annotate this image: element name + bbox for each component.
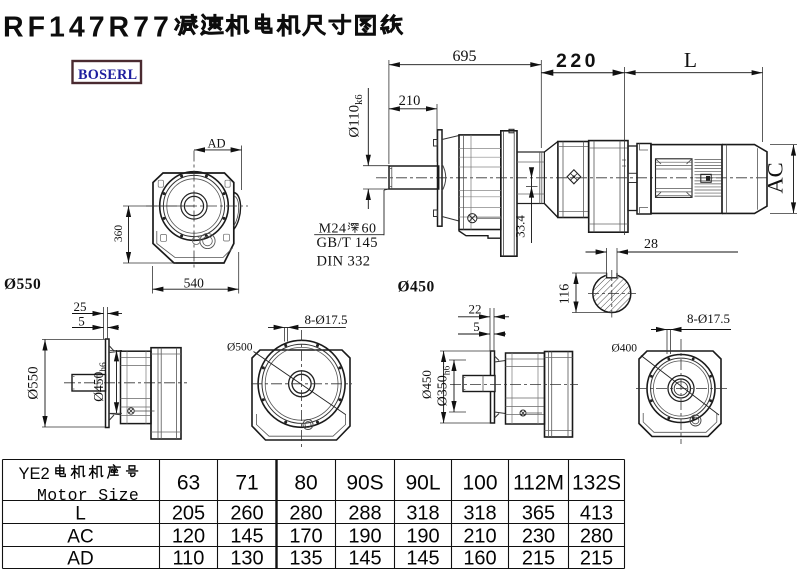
svg-text:Ø450: Ø450 — [419, 370, 434, 399]
svg-text:220: 220 — [556, 50, 599, 72]
svg-text:8-Ø17.5: 8-Ø17.5 — [305, 312, 348, 327]
svg-text:YE2: YE2 — [19, 465, 50, 483]
svg-text:413: 413 — [580, 503, 613, 525]
svg-text:25: 25 — [74, 299, 87, 314]
svg-text:M24: M24 — [319, 222, 347, 237]
svg-text:170: 170 — [289, 526, 322, 548]
svg-text:215: 215 — [522, 548, 555, 570]
svg-text:L: L — [684, 48, 697, 72]
svg-text:L: L — [75, 504, 86, 525]
svg-text:Ø550: Ø550 — [26, 366, 42, 399]
svg-text:RF147R77: RF147R77 — [3, 12, 173, 44]
svg-text:60: 60 — [362, 222, 377, 237]
svg-text:Ø450h6: Ø450h6 — [91, 362, 109, 402]
svg-text:AD: AD — [67, 549, 93, 570]
svg-text:132S: 132S — [572, 471, 621, 494]
svg-text:71: 71 — [235, 471, 258, 494]
svg-text:112M: 112M — [513, 471, 564, 494]
svg-text:288: 288 — [348, 503, 381, 525]
svg-text:540: 540 — [184, 276, 205, 291]
svg-text:Motor Size: Motor Size — [37, 486, 139, 505]
svg-text:120: 120 — [172, 526, 205, 548]
svg-text:145: 145 — [230, 526, 263, 548]
svg-text:318: 318 — [463, 503, 496, 525]
svg-text:230: 230 — [522, 526, 555, 548]
svg-text:Ø350h6: Ø350h6 — [436, 365, 453, 406]
svg-text:AC: AC — [67, 527, 93, 548]
svg-text:22: 22 — [469, 302, 482, 317]
svg-text:145: 145 — [348, 548, 381, 570]
svg-text:135: 135 — [289, 548, 322, 570]
svg-text:210: 210 — [463, 526, 496, 548]
svg-text:280: 280 — [580, 526, 613, 548]
svg-text:190: 190 — [406, 526, 439, 548]
svg-text:GB/T 145: GB/T 145 — [317, 235, 378, 251]
svg-text:Ø500: Ø500 — [227, 342, 253, 354]
svg-text:318: 318 — [406, 503, 439, 525]
svg-text:695: 695 — [453, 48, 477, 65]
svg-text:5: 5 — [473, 319, 480, 334]
svg-text:33.4: 33.4 — [513, 215, 528, 238]
svg-text:AD: AD — [207, 136, 225, 150]
svg-text:AC: AC — [763, 162, 788, 193]
svg-text:5: 5 — [78, 314, 85, 329]
svg-text:Ø110k6: Ø110k6 — [347, 94, 366, 137]
svg-text:Ø550: Ø550 — [4, 276, 41, 293]
svg-text:280: 280 — [289, 503, 322, 525]
svg-text:8-Ø17.5: 8-Ø17.5 — [687, 311, 730, 326]
svg-text:215: 215 — [580, 548, 613, 570]
svg-text:260: 260 — [230, 503, 263, 525]
svg-text:130: 130 — [230, 548, 263, 570]
svg-text:90L: 90L — [405, 471, 440, 494]
svg-text:116: 116 — [558, 284, 573, 304]
svg-text:90S: 90S — [346, 471, 383, 494]
svg-text:100: 100 — [462, 471, 497, 494]
svg-text:160: 160 — [463, 548, 496, 570]
svg-text:80: 80 — [294, 471, 317, 494]
svg-text:360: 360 — [113, 225, 125, 243]
svg-text:DIN 332: DIN 332 — [317, 254, 371, 270]
svg-text:145: 145 — [406, 548, 439, 570]
svg-text:210: 210 — [399, 93, 421, 109]
svg-text:190: 190 — [348, 526, 381, 548]
svg-text:205: 205 — [172, 503, 205, 525]
svg-text:Ø400: Ø400 — [612, 343, 638, 355]
svg-text:365: 365 — [522, 503, 555, 525]
svg-text:110: 110 — [173, 548, 205, 570]
svg-text:BOSERL: BOSERL — [78, 67, 137, 83]
svg-text:28: 28 — [644, 237, 658, 252]
svg-text:63: 63 — [177, 471, 200, 494]
svg-text:Ø450: Ø450 — [398, 279, 435, 296]
